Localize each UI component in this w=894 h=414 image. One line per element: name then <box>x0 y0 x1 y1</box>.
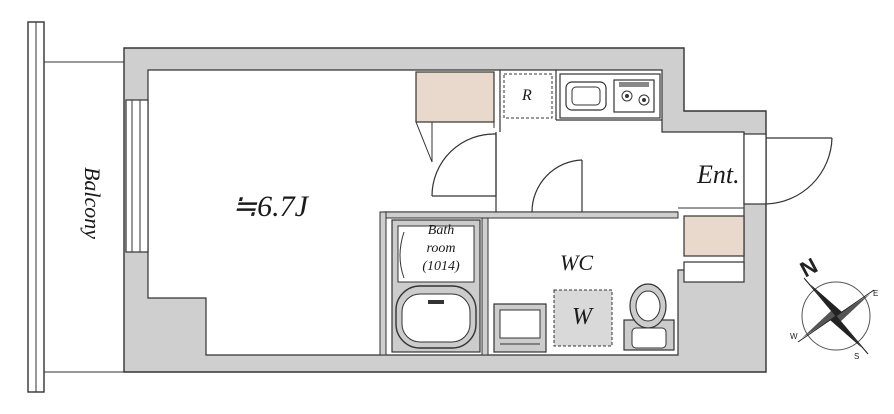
storage-closet <box>415 71 495 163</box>
bathroom-label-line1: Bath <box>427 223 455 238</box>
bathroom-label-line3: (1014) <box>422 259 460 274</box>
balcony-window <box>125 99 149 253</box>
bathroom-label: Bath room (1014) <box>401 222 481 276</box>
partition-bath-mid <box>481 217 489 356</box>
compass-rose <box>797 277 875 355</box>
shoe-cabinet <box>678 207 745 283</box>
wc-label: WC <box>560 250 593 275</box>
vanity <box>493 303 547 353</box>
door-corridor <box>531 159 583 213</box>
partition-bath-top <box>383 211 679 219</box>
bathroom-label-line2: room <box>426 241 456 256</box>
washer-label: W <box>572 304 592 330</box>
balcony-railing <box>27 21 124 393</box>
entrance-label: Ent. <box>697 160 740 189</box>
compass-west: W <box>790 332 798 341</box>
bathtub <box>391 219 481 353</box>
refrigerator-label: R <box>522 87 532 104</box>
kitchen-counter <box>559 73 661 119</box>
compass-south: S <box>854 352 860 361</box>
balcony-label: Balcony <box>80 166 105 240</box>
partition-left <box>379 211 387 356</box>
entrance-door <box>743 133 833 205</box>
washer-pan <box>553 289 613 347</box>
toilet <box>623 283 675 351</box>
compass-east: E <box>873 289 879 298</box>
refrigerator-space <box>503 73 553 119</box>
main-room-area-label: ≒6.7J <box>232 190 308 223</box>
door-main-room <box>431 133 497 197</box>
sink <box>565 81 607 111</box>
